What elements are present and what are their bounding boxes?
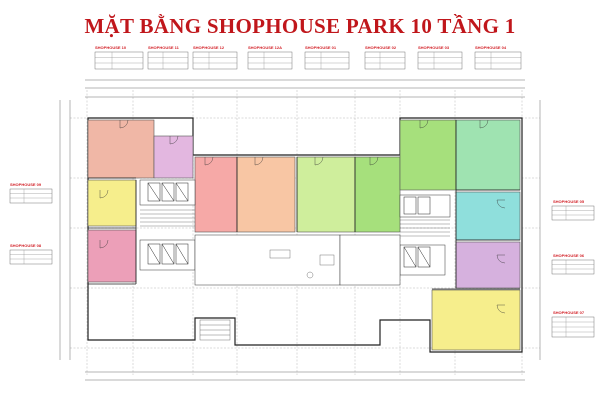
label-shophouse-08: SHOPHOUSE 08 [9,243,53,265]
label-shophouse-04: SHOPHOUSE 04 [474,45,522,70]
unit-shophouse-11 [153,135,194,179]
table-row-lines [10,52,594,337]
interior-walls [88,120,520,290]
unit-shophouse-06 [455,241,521,289]
unit-shophouse-05 [455,191,521,241]
unit-shophouse-07 [431,289,521,351]
unit-shophouse-09 [87,179,137,227]
label-text: SHOPHOUSE 12 [193,45,225,50]
label-shophouse-09: SHOPHOUSE 09 [9,182,53,204]
label-shophouse-12a: SHOPHOUSE 12A [247,45,293,70]
unit-shophouse-12a [236,156,296,233]
label-text: SHOPHOUSE 10 [95,45,127,50]
building-outline [87,117,523,353]
dimension-lines [59,79,541,381]
shophouse-units [87,119,521,351]
label-text: SHOPHOUSE 06 [553,253,585,258]
label-text: SHOPHOUSE 11 [148,45,180,50]
label-text: SHOPHOUSE 04 [475,45,507,50]
label-shophouse-12: SHOPHOUSE 12 [192,45,238,70]
label-text: SHOPHOUSE 03 [418,45,450,50]
unit-shophouse-02 [354,156,401,233]
unit-shophouse-04 [455,119,521,191]
core-area [139,179,451,286]
label-shophouse-02: SHOPHOUSE 02 [364,45,406,70]
label-text: SHOPHOUSE 09 [10,182,42,187]
label-text: SHOPHOUSE 12A [248,45,282,50]
label-shophouse-05: SHOPHOUSE 05 [551,199,595,221]
unit-shophouse-03 [399,119,457,191]
label-shophouse-03: SHOPHOUSE 03 [417,45,463,70]
label-text: SHOPHOUSE 01 [305,45,337,50]
unit-shophouse-12 [194,156,238,233]
label-text: SHOPHOUSE 07 [553,310,585,315]
unit-shophouse-01 [296,156,356,233]
label-text: SHOPHOUSE 02 [365,45,397,50]
label-shophouse-01: SHOPHOUSE 01 [304,45,350,70]
label-text: SHOPHOUSE 08 [10,243,42,248]
elevator-cores [147,182,431,268]
label-shophouse-10: SHOPHOUSE 10 [94,45,144,70]
label-shophouse-06: SHOPHOUSE 06 [551,253,595,275]
label-shophouse-07: SHOPHOUSE 07 [551,310,595,338]
page-title: MẶT BẰNG SHOPHOUSE PARK 10 TẦNG 1 [84,14,516,38]
label-text: SHOPHOUSE 05 [553,199,585,204]
unit-shophouse-10 [87,119,155,179]
lobby-furniture [199,249,335,341]
label-shophouse-11: SHOPHOUSE 11 [147,45,189,70]
stairs [140,209,450,237]
door-symbols [99,119,506,314]
unit-shophouse-08 [87,229,137,283]
